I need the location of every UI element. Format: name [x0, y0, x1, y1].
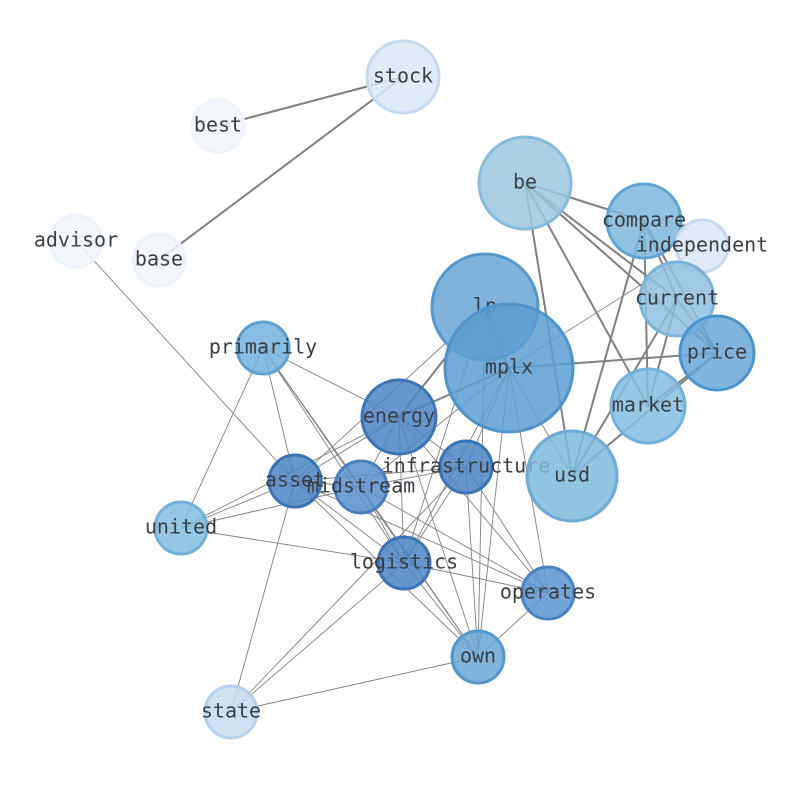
node-circle-asset — [267, 453, 323, 509]
node-label-own: own — [460, 644, 496, 668]
node-united: united — [145, 500, 217, 556]
nodes-layer: stock best advisor base be compareindependent… — [34, 39, 768, 740]
node-be: be — [477, 135, 573, 231]
edge-united-logistics — [180, 527, 405, 564]
node-label-infrastructure: infrastructure — [382, 454, 551, 478]
node-label-best: best — [194, 113, 242, 137]
node-circle-usd — [525, 429, 619, 523]
edge-advisor-asset — [75, 240, 296, 482]
node-circle-state — [203, 684, 259, 740]
node-label-current: current — [635, 286, 719, 310]
node-logistics: logistics — [350, 535, 458, 591]
node-label-advisor: advisor — [34, 228, 118, 252]
edge-midstream-operates — [360, 486, 549, 594]
edge-primarily-united — [180, 347, 264, 529]
edge-stock-base — [158, 76, 404, 261]
node-state: state — [201, 684, 261, 740]
node-independent: independent — [636, 218, 768, 274]
edge-infrastructure-own — [465, 466, 479, 658]
node-circle-be — [477, 135, 573, 231]
node-label-state: state — [201, 699, 261, 723]
node-label-market: market — [612, 393, 684, 417]
node-stock: stock — [365, 39, 441, 115]
node-label-operates: operates — [500, 580, 596, 604]
node-label-base: base — [135, 247, 183, 271]
node-usd: usd — [525, 429, 619, 523]
node-label-independent: independent — [636, 233, 768, 257]
node-primarily: primarily — [209, 320, 317, 376]
node-circle-advisor — [48, 213, 104, 269]
node-circle-own — [450, 629, 506, 685]
node-label-logistics: logistics — [350, 550, 458, 574]
node-circle-compare — [605, 182, 683, 260]
node-base: base — [131, 232, 187, 288]
node-circle-current — [638, 260, 716, 338]
node-operates: operates — [500, 565, 596, 621]
node-label-price: price — [687, 340, 747, 364]
node-market: market — [609, 367, 687, 445]
node-label-compare: compare — [602, 208, 686, 232]
node-label-asset: asset — [265, 468, 325, 492]
node-circle-market — [609, 367, 687, 445]
node-circle-logistics — [376, 535, 432, 591]
node-price: price — [678, 314, 756, 392]
edge-logistics-state — [230, 562, 405, 713]
node-circle-price — [678, 314, 756, 392]
node-own: own — [450, 629, 506, 685]
edge-asset-state — [230, 480, 296, 713]
node-mplx: mplx — [443, 302, 575, 434]
node-circle-mplx — [443, 302, 575, 434]
node-circle-best — [190, 98, 246, 154]
node-label-united: united — [145, 515, 217, 539]
node-energy: energy — [360, 378, 438, 456]
node-current: current — [635, 260, 719, 338]
node-circle-midstream — [333, 459, 389, 515]
node-asset: asset — [265, 453, 325, 509]
node-label-usd: usd — [554, 463, 590, 487]
node-label-primarily: primarily — [209, 335, 317, 359]
edge-midstream-united — [180, 486, 362, 529]
node-circle-base — [131, 232, 187, 288]
node-advisor: advisor — [34, 213, 118, 269]
node-label-mplx: mplx — [485, 355, 533, 379]
edge-energy-own — [398, 416, 479, 658]
node-circle-stock — [365, 39, 441, 115]
node-midstream: midstream — [307, 459, 415, 515]
node-circle-primarily — [235, 320, 291, 376]
node-label-energy: energy — [363, 404, 435, 428]
node-circle-operates — [520, 565, 576, 621]
node-circle-energy — [360, 378, 438, 456]
edge-own-state — [230, 656, 479, 713]
node-label-midstream: midstream — [307, 474, 415, 498]
node-compare: compare — [602, 182, 686, 260]
edge-primarily-logistics — [262, 347, 405, 564]
node-infrastructure: infrastructure — [382, 439, 551, 495]
node-label-stock: stock — [373, 64, 433, 88]
node-best: best — [190, 98, 246, 154]
node-circle-infrastructure — [438, 439, 494, 495]
node-label-be: be — [513, 170, 537, 194]
node-circle-united — [153, 500, 209, 556]
edge-infrastructure-state — [230, 466, 467, 713]
